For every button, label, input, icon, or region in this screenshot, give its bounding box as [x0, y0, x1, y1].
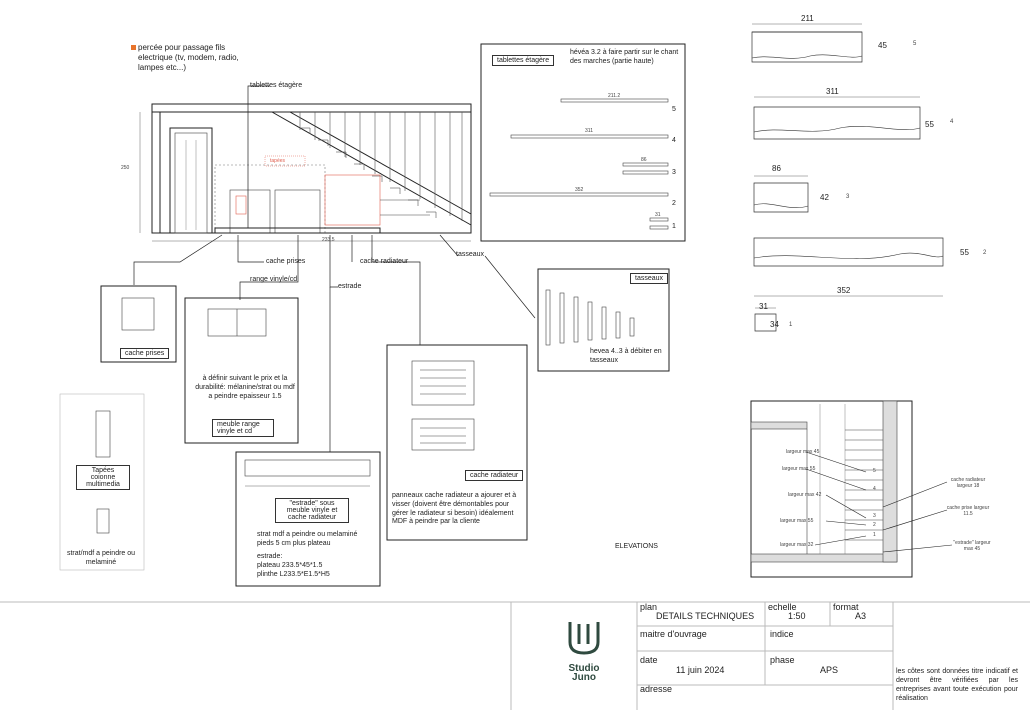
dim-label: 211.2: [608, 93, 621, 99]
panel-text-estrade-1: strat mdf a peindre ou melaminé pieds 5 …: [257, 531, 358, 547]
section-right-label: "estrade" largeur max 45: [953, 540, 991, 552]
panel-text-tasseaux: hevea 4..3 à débiter en tasseaux: [590, 348, 662, 364]
logo-text-line-2: Juno: [572, 672, 596, 683]
tb-echelle-value: 1:50: [788, 611, 806, 621]
tb-plan-value: DETAILS TECHNIQUES: [656, 611, 755, 621]
leader-estrade: estrade: [338, 283, 362, 290]
shelf-number: 4: [672, 137, 676, 144]
top-view-width: 311: [826, 87, 839, 96]
top-view-depth: 45: [878, 41, 887, 50]
tb-echelle-label: echelle: [768, 602, 797, 612]
panel-text-tapees: strat/mdf a peindre ou melaminé: [66, 550, 136, 566]
top-view-depth: 34: [770, 320, 779, 329]
section-num: 2: [873, 522, 876, 528]
tb-indice-label: indice: [770, 629, 794, 639]
leader-range-vinyle: range vinyle/cd: [250, 276, 298, 283]
tb-plan-label: plan: [640, 602, 658, 612]
panel-text-meuble: à définir suivant le prix et la durabili…: [195, 375, 295, 400]
logo-text-line-1: Studio: [568, 663, 600, 674]
tb-maitre-label: maitre d'ouvrage: [640, 629, 707, 639]
top-view-depth: 42: [820, 193, 829, 202]
leader-cache-prises: cache prises: [266, 258, 306, 265]
tb-phase-value: APS: [820, 665, 839, 675]
panel-text-estrade-2: estrade:: [257, 553, 283, 560]
dim-label: 233.5: [322, 237, 335, 243]
panel-text-estrade-3: plateau 233.5*45*1.5: [257, 562, 323, 569]
top-view-width: 31: [759, 302, 768, 311]
tb-phase-label: phase: [770, 655, 795, 665]
panel-text-tablettes: hévéa 3.2 à faire partir sur le chant de…: [570, 49, 679, 65]
top-view-index: 3: [846, 194, 850, 200]
section-label: largeur max 55: [780, 518, 814, 524]
shelf-number: 5: [672, 106, 676, 113]
leader-cache-radiateur: cache radiateur: [360, 258, 409, 265]
panel-text-cache-radiateur: panneaux cache radiateur a ajourer et à …: [392, 492, 517, 526]
note-percee: percée pour passage fils electrique (tv,…: [138, 43, 239, 72]
panel-title-estrade: "estrade" sous meuble vinyle et cache ra…: [275, 498, 349, 523]
section-num: 1: [873, 532, 876, 538]
section-right-label: cache prise largeur 11.5: [946, 505, 990, 517]
dim-label: 250: [121, 165, 130, 171]
shelf-number: 3: [672, 169, 676, 176]
top-view-depth: 55: [925, 120, 934, 129]
dim-label: 86: [641, 157, 647, 163]
studio-logo-text: Studio Juno: [564, 663, 604, 683]
panel-title-meuble: meuble range vinyle et cd: [212, 419, 274, 437]
panel-title-cache-radiateur: cache radiateur: [465, 470, 524, 481]
top-view-width: 211: [801, 14, 814, 23]
section-right-label: cache radiateur largeur 18: [950, 477, 986, 489]
section-label: largeur max 42: [788, 492, 822, 498]
shelf-number: 1: [672, 223, 676, 230]
dim-label: 31: [655, 212, 661, 218]
panel-text-estrade-4: plinthe L233.5*E1.5*H5: [257, 571, 330, 578]
elevations-label: ELEVATIONS: [615, 543, 658, 550]
dim-label: tapées: [270, 158, 286, 164]
accent-marker: [131, 45, 136, 50]
section-num: 3: [873, 513, 876, 519]
top-view-index: 2: [983, 250, 987, 256]
tb-disclaimer: les côtes sont données titre indicatif e…: [896, 668, 1018, 703]
top-view-width: 86: [772, 164, 781, 173]
section-label: largeur max 45: [786, 449, 820, 455]
section-num: 4: [873, 486, 876, 492]
section-label: largeur max 55: [782, 466, 816, 472]
tb-adresse-label: adresse: [640, 684, 673, 694]
top-view-depth: 55: [960, 248, 969, 257]
panel-title-tasseaux: tasseaux: [630, 273, 669, 284]
panel-title-tapees: Tapées coionne multimedia: [76, 465, 130, 490]
tb-date-label: date: [640, 655, 658, 665]
tb-format-label: format: [833, 602, 859, 612]
section-label: largeur max 32: [780, 542, 814, 548]
top-view-index: 5: [913, 41, 917, 47]
panel-title-tablettes: tablettes étagère: [492, 55, 555, 66]
studio-logo: [566, 620, 602, 656]
top-view-width: 352: [837, 286, 851, 295]
leader-tablettes: tablettes étagère: [250, 82, 303, 89]
leader-tasseaux: tasseaux: [456, 251, 485, 258]
top-view-index: 1: [789, 322, 793, 328]
panel-title-cache-prises: cache prises: [120, 348, 170, 359]
shelf-number: 2: [672, 200, 676, 207]
tb-format-value: A3: [855, 611, 867, 621]
dim-label: 352: [575, 187, 584, 193]
tb-date-value: 11 juin 2024: [676, 665, 725, 675]
section-num: 5: [873, 468, 876, 474]
top-view-index: 4: [950, 119, 954, 125]
dim-label: 311: [585, 128, 593, 134]
